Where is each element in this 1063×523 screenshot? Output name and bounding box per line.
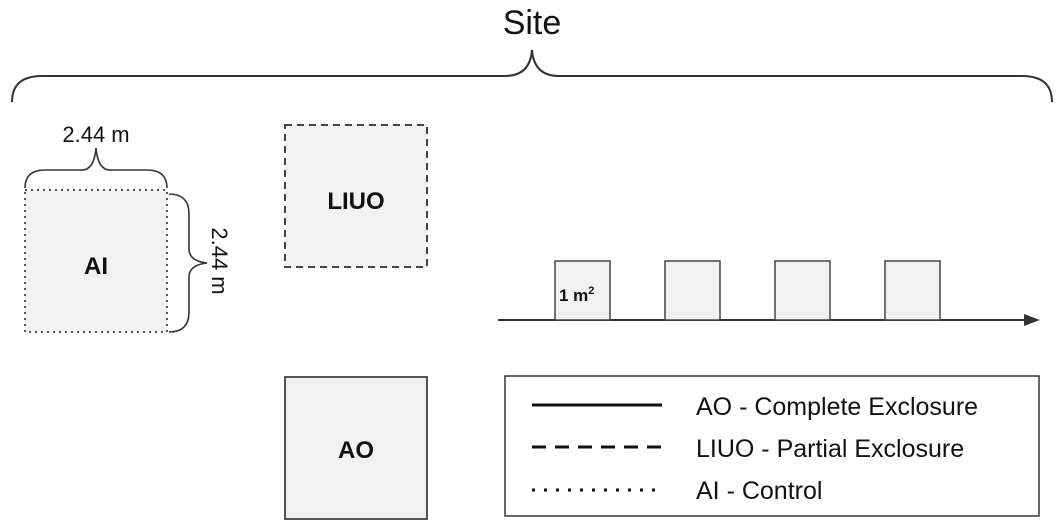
quadrat-area-label: 1 m2 bbox=[559, 285, 594, 305]
quadrat bbox=[664, 260, 721, 321]
ai-plot bbox=[24, 189, 168, 333]
liuo-plot-label: LIUO bbox=[327, 188, 384, 215]
width-dimension-label: 2.44 m bbox=[62, 122, 129, 147]
ao-plot bbox=[284, 376, 428, 520]
quadrat-area-text: 1 m bbox=[559, 286, 588, 305]
quadrat bbox=[884, 260, 941, 321]
site-label: Site bbox=[503, 4, 562, 42]
quadrat-area-superscript: 2 bbox=[588, 285, 594, 297]
legend-box bbox=[504, 375, 1040, 517]
height-brace bbox=[168, 193, 208, 333]
legend-item-ai: AI - Control bbox=[696, 477, 822, 505]
quadrat bbox=[774, 260, 831, 321]
legend-item-ao: AO - Complete Exclosure bbox=[696, 393, 978, 421]
site-brace bbox=[11, 49, 1053, 103]
transect-arrowhead bbox=[1024, 314, 1040, 326]
quadrat bbox=[554, 260, 611, 321]
ai-plot-label: AI bbox=[84, 253, 108, 280]
liuo-plot bbox=[284, 124, 428, 268]
legend-item-liuo: LIUO - Partial Exclosure bbox=[696, 435, 964, 463]
width-brace bbox=[24, 147, 168, 189]
height-dimension-label: 2.44 m bbox=[207, 227, 232, 294]
ao-plot-label: AO bbox=[338, 437, 374, 464]
